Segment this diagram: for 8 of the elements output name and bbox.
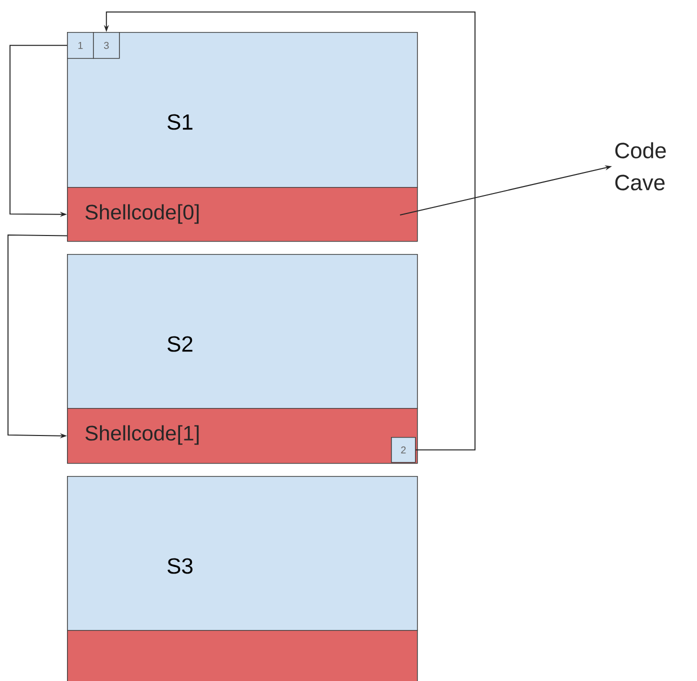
number-box: 1 (67, 32, 94, 59)
shellcode-band: Shellcode[0] (67, 187, 418, 242)
number-box: 3 (93, 32, 120, 59)
segment-box: S2 (67, 254, 418, 409)
shellcode-band (67, 630, 418, 681)
segment-box: S3 (67, 476, 418, 631)
number-box: 2 (391, 437, 416, 463)
text-label: Code Cave (615, 142, 666, 190)
